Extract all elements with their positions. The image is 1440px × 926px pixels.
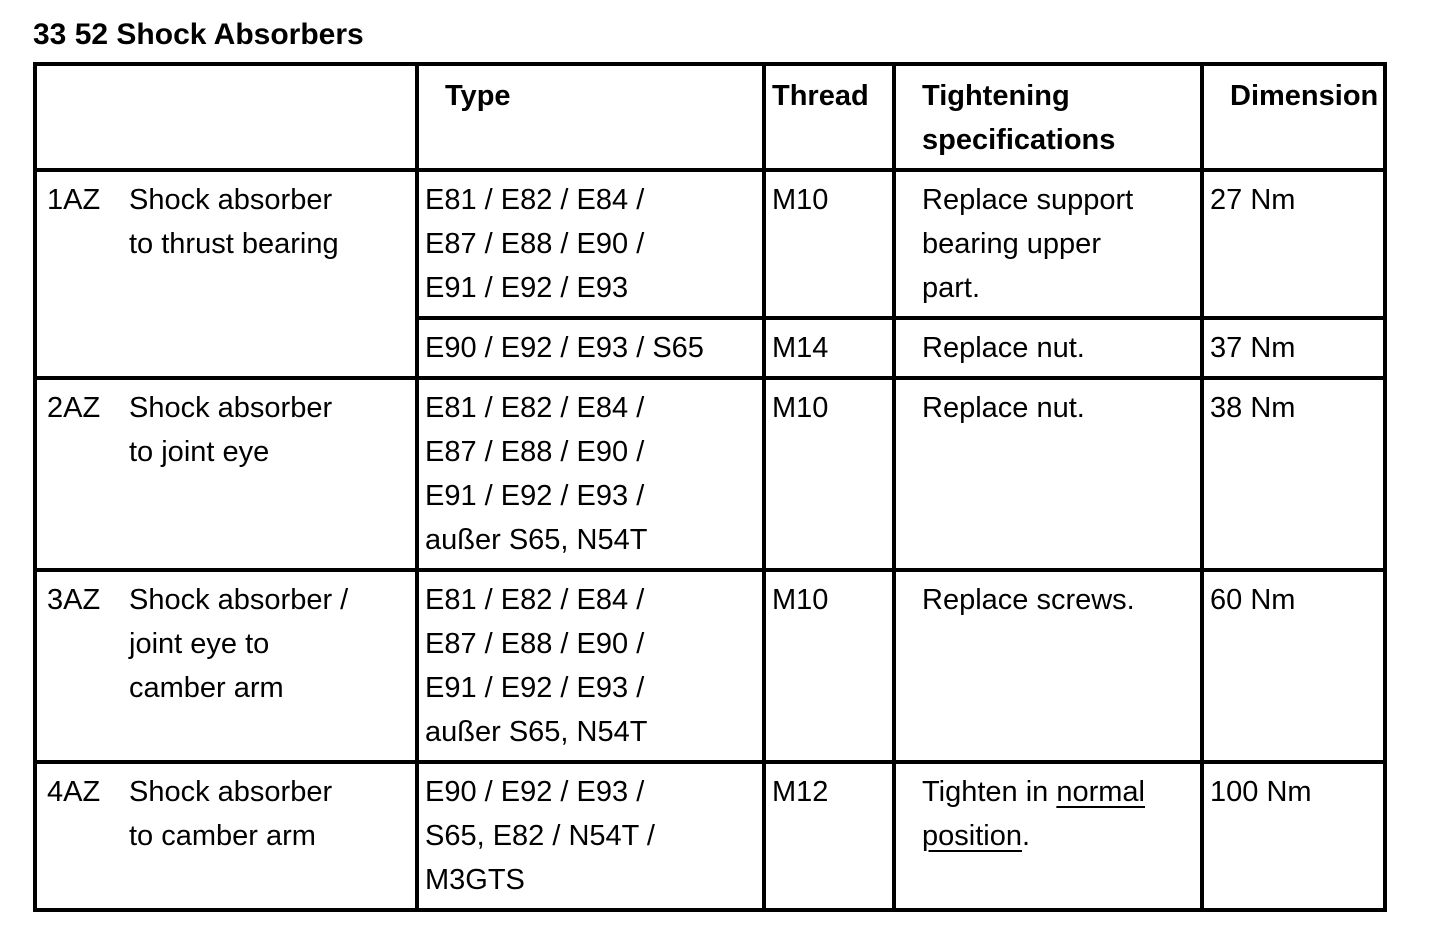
table-header-row: Type Thread Tightening specifications Di…: [33, 62, 1387, 172]
page-title: 33 52 Shock Absorbers: [33, 18, 364, 51]
row-description: Shock absorber to thrust bearing: [129, 184, 339, 260]
dimension-cell: 38 Nm: [1200, 376, 1387, 572]
header-empty-cell: [33, 62, 419, 172]
row-id: 1AZ: [47, 184, 101, 216]
id-description-cell: 1AZ Shock absorber to thrust bearing: [33, 168, 419, 380]
dimension-cell: 100 Nm: [1200, 760, 1387, 912]
id-description-wrap: 1AZ Shock absorber to thrust bearing: [47, 178, 411, 266]
tightening-cell: Replace nut.: [892, 316, 1204, 380]
id-description-wrap: 2AZ Shock absorber to joint eye: [47, 386, 411, 474]
id-description-cell: 4AZ Shock absorber to camber arm: [33, 760, 419, 912]
row-description: Shock absorber to joint eye: [129, 392, 333, 468]
thread-cell: M14: [762, 316, 896, 380]
id-description-cell: 2AZ Shock absorber to joint eye: [33, 376, 419, 572]
table-row-1az-variant-1: 1AZ Shock absorber to thrust bearing E81…: [33, 168, 1387, 380]
type-cell: E81 / E82 / E84 / E87 / E88 / E90 / E91 …: [415, 568, 766, 764]
table-row-4az: 4AZ Shock absorber to camber arm E90 / E…: [33, 760, 1387, 912]
header-tightening-specifications: Tightening specifications: [892, 62, 1204, 172]
type-cell: E90 / E92 / E93 / S65: [415, 316, 766, 380]
thread-cell: M10: [762, 168, 896, 320]
type-cell: E90 / E92 / E93 / S65, E82 / N54T / M3GT…: [415, 760, 766, 912]
table-row-1az-variant-2: E90 / E92 / E93 / S65 M14 Replace nut. 3…: [35, 316, 1387, 380]
id-description-wrap: 4AZ Shock absorber to camber arm: [47, 770, 411, 858]
type-cell: E81 / E82 / E84 / E87 / E88 / E90 / E91 …: [415, 376, 766, 572]
header-thread: Thread: [762, 62, 896, 172]
normal-position-link[interactable]: normal position: [922, 776, 1145, 852]
header-dimension: Dimension: [1200, 62, 1387, 172]
row-description: Shock absorber / joint eye to camber arm: [129, 584, 349, 704]
table-row-3az: 3AZ Shock absorber / joint eye to camber…: [33, 568, 1387, 764]
torque-spec-table: Type Thread Tightening specifications Di…: [33, 62, 1387, 912]
thread-cell: M10: [762, 568, 896, 764]
tightening-cell: Tighten in normal position.: [892, 760, 1204, 912]
tightening-text-prefix: Tighten in: [922, 776, 1057, 808]
row-description: Shock absorber to camber arm: [129, 776, 333, 852]
header-type: Type: [415, 62, 766, 172]
row-id: 3AZ: [47, 584, 101, 616]
id-description-wrap: 3AZ Shock absorber / joint eye to camber…: [47, 578, 411, 710]
thread-cell: M10: [762, 376, 896, 572]
table-row-2az: 2AZ Shock absorber to joint eye E81 / E8…: [33, 376, 1387, 572]
thread-cell: M12: [762, 760, 896, 912]
row-id: 4AZ: [47, 776, 101, 808]
type-cell: E81 / E82 / E84 / E87 / E88 / E90 / E91 …: [415, 168, 766, 320]
dimension-cell: 60 Nm: [1200, 568, 1387, 764]
dimension-cell: 37 Nm: [1200, 316, 1387, 380]
tightening-cell: Replace nut.: [892, 376, 1204, 572]
row-id: 2AZ: [47, 392, 101, 424]
id-description-cell: 3AZ Shock absorber / joint eye to camber…: [33, 568, 419, 764]
tightening-cell: Replace support bearing upper part.: [892, 168, 1204, 320]
tightening-text-suffix: .: [1021, 820, 1031, 852]
dimension-cell: 27 Nm: [1200, 168, 1387, 320]
tightening-cell: Replace screws.: [892, 568, 1204, 764]
